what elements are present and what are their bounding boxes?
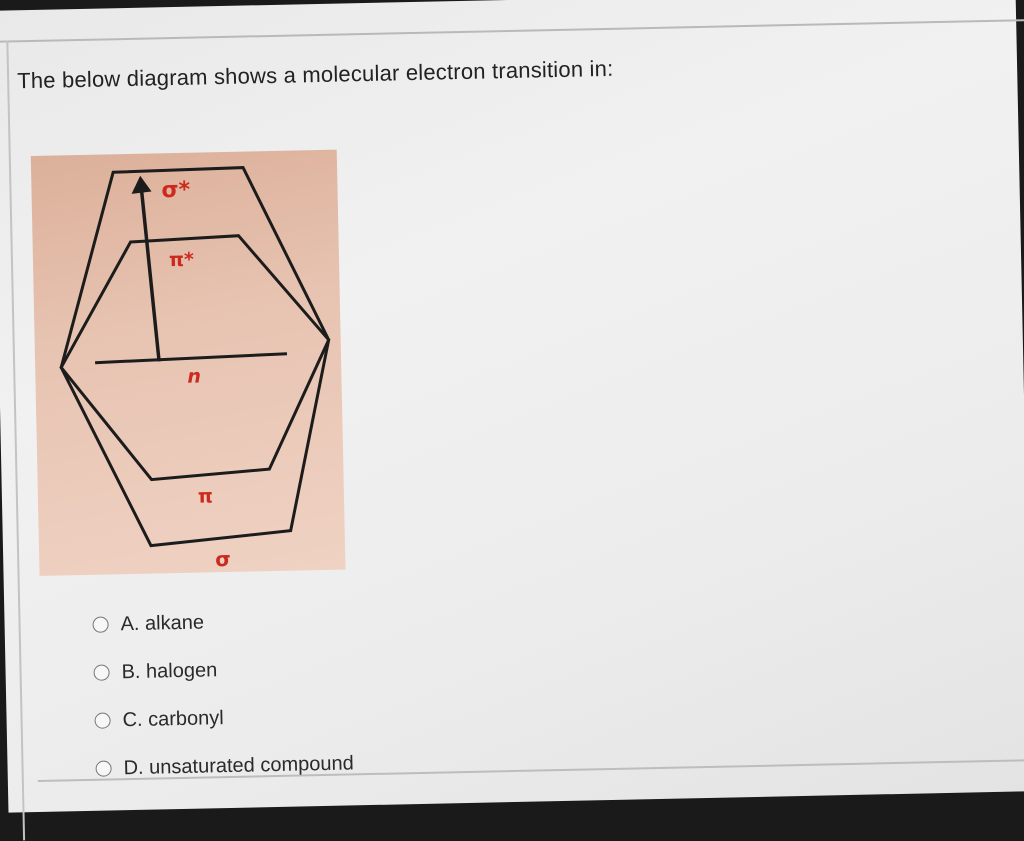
top-divider [0,18,1024,44]
option-a[interactable]: A. alkane [92,607,351,636]
radio-button-c[interactable] [94,712,111,729]
option-b[interactable]: B. halogen [93,655,352,684]
radio-button-d[interactable] [95,760,112,777]
level-label-pi: π [198,485,213,507]
option-d[interactable]: D. unsaturated compound [95,751,354,780]
energy-level-diagram-svg: σ* π* n π σ [59,166,331,571]
question-text: The below diagram shows a molecular elec… [16,55,614,94]
answer-options: A. alkane B. halogen C. carbonyl D. unsa… [92,607,354,804]
option-d-label: D. unsaturated compound [123,751,354,779]
option-c-label: C. carbonyl [122,706,224,731]
level-label-sigma-star: σ* [161,178,191,204]
level-label-n: n [187,366,201,388]
n-level-line [95,352,288,365]
option-a-label: A. alkane [120,611,205,635]
transition-arrow [139,189,161,362]
level-label-pi-star: π* [169,249,194,272]
option-b-label: B. halogen [121,658,218,683]
energy-level-diagram: σ* π* n π σ [30,149,346,576]
radio-button-a[interactable] [92,616,109,633]
pi-hexagon [59,234,331,482]
option-c[interactable]: C. carbonyl [94,703,353,732]
radio-button-b[interactable] [93,664,110,681]
left-divider [6,40,26,841]
transition-arrow-head [131,175,152,194]
level-label-sigma: σ [215,547,231,571]
